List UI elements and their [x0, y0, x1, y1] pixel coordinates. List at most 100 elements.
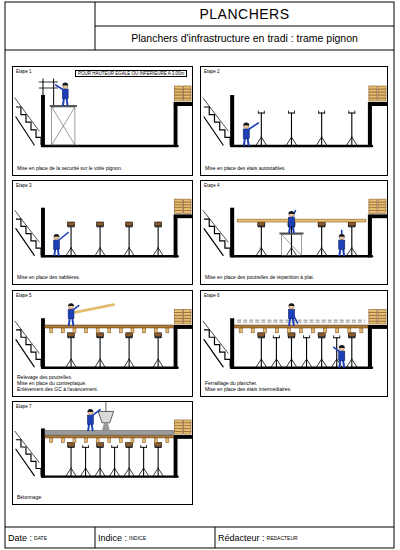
raised-joist	[73, 328, 76, 333]
upper-slab	[368, 102, 387, 106]
worker-helmet	[62, 83, 68, 86]
raised-joist	[324, 328, 327, 333]
prop-head	[294, 111, 295, 113]
rolling-tower	[281, 234, 301, 255]
prop-shore	[291, 227, 292, 256]
prop-shore	[100, 227, 101, 256]
stored-plank	[175, 426, 183, 429]
prop-head	[303, 336, 304, 338]
scaffold-brace	[52, 107, 75, 145]
prop-head	[334, 337, 340, 338]
worker-leg	[68, 318, 71, 325]
stored-plank	[175, 86, 183, 89]
stored-plank	[369, 98, 377, 101]
step-panel: Etape 7 Bétonnage	[12, 401, 193, 505]
prop-head	[309, 336, 310, 338]
prop-tripod	[129, 468, 134, 476]
prop-head	[155, 226, 161, 227]
stored-plank	[183, 420, 191, 423]
prop-tripod	[129, 359, 134, 367]
stored-plank	[378, 202, 386, 205]
prop-head	[97, 226, 103, 227]
stair-steps	[16, 330, 41, 367]
stored-plank	[175, 309, 183, 312]
raised-joist	[131, 328, 134, 333]
prop-tripod	[95, 359, 100, 367]
prop-shore	[114, 447, 115, 475]
tower-brace	[281, 234, 301, 255]
prop-tripod	[100, 359, 105, 367]
prop-head	[88, 445, 89, 447]
prop-tripod	[347, 137, 352, 145]
sablière	[97, 443, 104, 447]
step-panel: Etape 6Ferraillage du plancher.Mise en p…	[200, 290, 388, 397]
right-wall	[174, 217, 178, 257]
lower-slab	[42, 255, 177, 257]
stored-plank	[378, 318, 386, 321]
sablière	[155, 222, 162, 226]
prop-shore	[129, 447, 130, 475]
prop-tripod	[286, 137, 291, 145]
sheet-subtitle: Planchers d'infrastructure en tradi : tr…	[131, 32, 358, 44]
step-panel: Etape 2Mise en place des étais autostabl…	[200, 66, 388, 176]
stored-plank	[175, 431, 183, 434]
prop-shore	[71, 227, 72, 256]
prop-tripod	[95, 468, 100, 476]
sablière	[288, 333, 295, 337]
stored-plank	[369, 202, 377, 205]
stair-handrail	[203, 98, 228, 131]
raised-joist	[85, 438, 88, 443]
prop-head	[258, 113, 264, 114]
raised-joist	[73, 438, 76, 443]
prop-tripod	[271, 359, 276, 367]
step-caption: Ferraillage du plancher.Mise en place de…	[205, 380, 383, 392]
prop-shore	[336, 338, 337, 367]
prop-tripod	[124, 359, 129, 367]
raised-joist	[61, 328, 64, 333]
title-cell: PLANCHERS	[95, 2, 394, 26]
prop-head	[140, 445, 141, 447]
stored-plank	[175, 95, 183, 98]
caption-line: Bétonnage	[17, 494, 188, 500]
stored-plank	[369, 312, 377, 315]
stored-plank	[183, 208, 191, 211]
prop-head	[146, 445, 147, 447]
prop-shore	[291, 338, 292, 367]
upper-slab	[368, 214, 387, 218]
prop-shore	[158, 338, 159, 367]
prop-head	[97, 337, 103, 338]
prop-tripod	[261, 248, 266, 256]
caption-line: Mise en place du contreplaqué.	[17, 380, 188, 386]
stored-plank	[378, 98, 386, 101]
worker-arm	[291, 311, 297, 323]
prop-tripod	[153, 359, 158, 367]
stored-plank	[369, 318, 377, 321]
sablière	[126, 443, 133, 447]
caption-line: Mise en place des étais autostables.	[205, 165, 383, 171]
step-label: Etape 7	[16, 404, 32, 409]
stored-plank	[369, 95, 377, 98]
stored-plank	[183, 426, 191, 429]
prop-shore	[261, 338, 262, 367]
prop-shore	[85, 447, 86, 475]
worker-leg	[53, 249, 56, 256]
prop-tripod	[256, 359, 261, 367]
stored-plank	[183, 205, 191, 208]
raised-joist	[154, 438, 157, 443]
worker-leg	[62, 98, 65, 105]
step-caption: Mise en place des poutrelles de répartit…	[205, 274, 383, 280]
worker-head	[339, 346, 344, 351]
stair-handrail	[203, 211, 228, 242]
raised-joist	[143, 438, 146, 443]
prop-tripod	[66, 248, 71, 256]
step-illustration	[13, 402, 192, 504]
prop-tripod	[332, 359, 337, 367]
worker-leg	[57, 249, 60, 256]
gable-wall	[41, 428, 45, 477]
stored-plank	[175, 211, 183, 214]
stored-plank	[369, 315, 377, 318]
prop-tripod	[66, 359, 71, 367]
worker-helmet	[54, 234, 60, 237]
stair-steps	[204, 107, 230, 145]
